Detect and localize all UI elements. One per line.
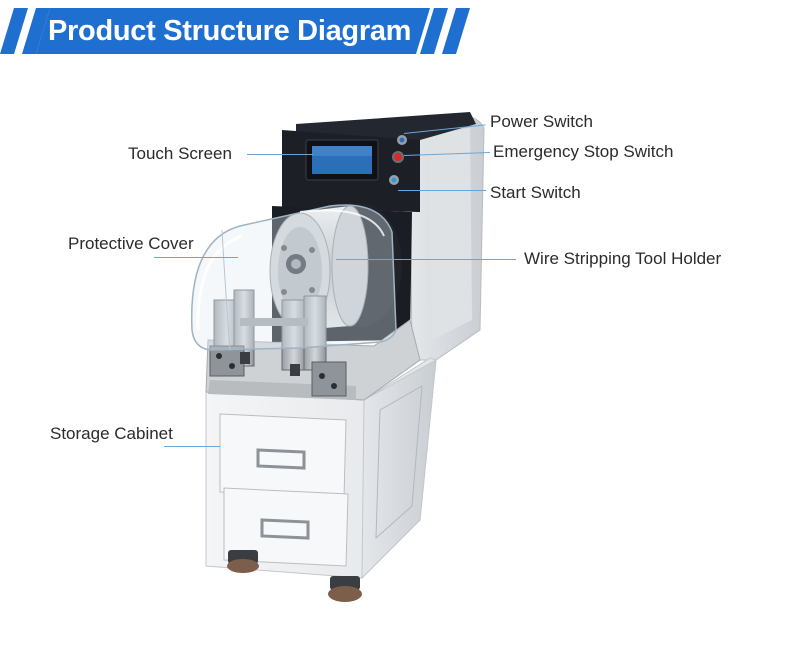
- rear-housing: [409, 115, 485, 361]
- leader-line-start-switch: [398, 190, 486, 191]
- casters: [227, 550, 362, 602]
- protective-cover: [190, 204, 397, 351]
- header-banner: Product Structure Diagram: [0, 8, 480, 54]
- leader-line-storage-cabinet: [164, 446, 220, 447]
- callout-emergency-stop-switch: Emergency Stop Switch: [493, 142, 674, 161]
- callout-protective-cover: Protective Cover: [68, 234, 194, 253]
- leader-line-protective-cover: [154, 257, 238, 258]
- callout-start-switch: Start Switch: [490, 183, 581, 202]
- storage-cabinet: [205, 357, 437, 580]
- banner-shape: [0, 8, 470, 54]
- callout-power-switch: Power Switch: [490, 112, 593, 131]
- callout-storage-cabinet: Storage Cabinet: [50, 424, 173, 443]
- page-title: Product Structure Diagram: [48, 15, 412, 47]
- callout-touch-screen: Touch Screen: [128, 144, 232, 163]
- leader-line-wire-stripping-tool-holder: [336, 259, 516, 260]
- callout-wire-stripping-tool-holder: Wire Stripping Tool Holder: [524, 249, 722, 268]
- clamp-fixtures: [209, 289, 347, 397]
- control-panel: [282, 112, 476, 212]
- leader-line-touch-screen: [247, 154, 313, 155]
